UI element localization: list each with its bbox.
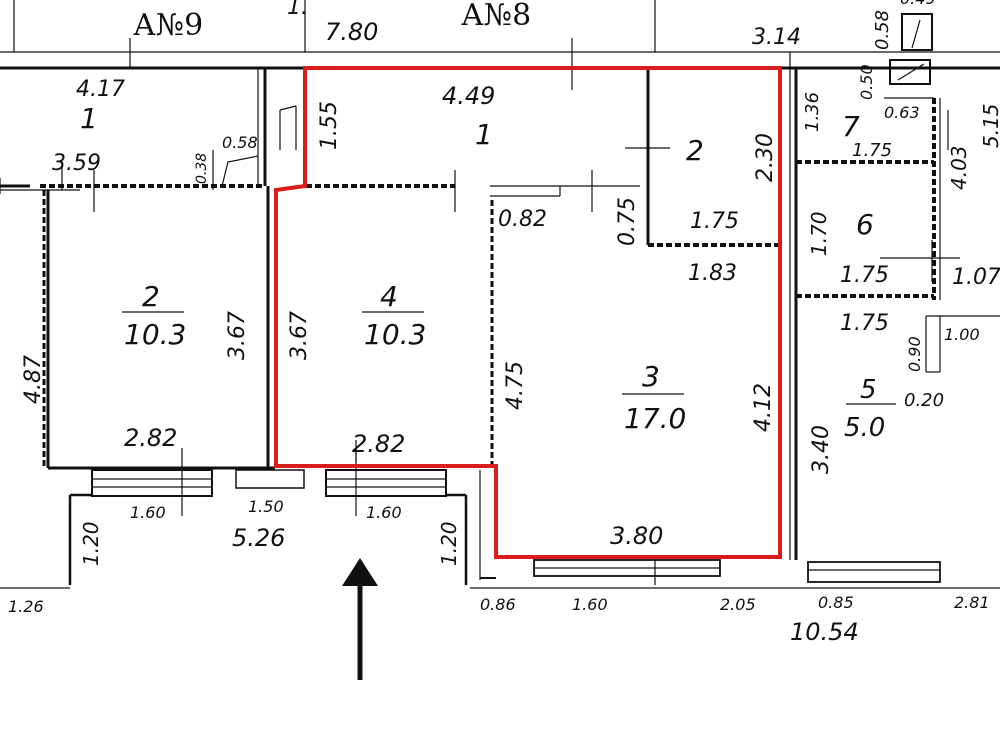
dim-230: 2.30 [753,133,778,182]
room-area-3: 17.0 [624,402,686,435]
apartment-label-8: А№8 [461,0,531,33]
dim-205: 2.05 [720,595,756,614]
dim-175a: 1.75 [690,209,739,234]
room-number-5: 5 [860,375,877,405]
room-area-4: 10.3 [364,318,426,351]
top-dim-780: 7.80 [325,18,378,46]
dim-1054: 10.54 [790,618,859,646]
top-dim-515: 5.15 [979,103,1000,148]
dim-082: 0.82 [498,207,547,232]
room-area-5: 5.0 [844,413,885,443]
dim-090: 0.90 [905,336,924,372]
apartment-label-9: А№9 [133,8,203,43]
dim-058b: 0.58 [222,133,258,152]
apartment-8-walls [279,68,778,580]
dim-086: 0.86 [480,595,516,614]
dim-063: 0.63 [884,103,920,122]
dim-526: 5.26 [232,524,285,552]
dim-380: 3.80 [610,522,663,550]
dim-359: 3.59 [52,151,101,176]
dim-155: 1.55 [317,101,342,150]
dim-175b: 1.75 [852,140,892,161]
room-number-left-2: 2 [142,280,160,313]
dim-120a: 1.20 [79,521,103,566]
dim-403: 4.03 [947,145,971,190]
room-number-4: 4 [380,280,398,313]
up-arrow-icon [342,558,378,680]
dim-150: 1.50 [248,497,284,516]
dim-282a: 2.82 [124,424,177,452]
dim-175c: 1.75 [840,263,889,288]
room-labels: 1 2 10.3 1 2 3 17.0 4 10.3 5 5.0 6 7 [80,102,896,443]
dim-475: 4.75 [503,361,528,410]
dim-160c: 1.60 [572,595,608,614]
top-dim-1: 1. [287,0,308,20]
dim-487: 4.87 [21,355,46,404]
room-number-3: 3 [642,360,660,393]
dim-417: 4.17 [76,77,125,102]
dim-020: 0.20 [904,390,944,411]
dim-367b: 3.67 [287,311,312,360]
window-room-3 [470,559,1000,589]
dim-170: 1.70 [807,211,831,256]
room-number-left-1: 1 [80,102,98,135]
dim-160b: 1.60 [366,503,402,522]
room-number-6: 6 [856,208,874,241]
room-number-1: 1 [475,118,493,151]
room-number-2: 2 [686,134,704,167]
dim-175d: 1.75 [840,311,889,336]
dim-449: 4.49 [442,82,495,110]
right-apartment-walls [789,13,1000,583]
top-dim-058: 0.58 [872,10,893,50]
dim-282b: 2.82 [352,430,405,458]
dim-136: 1.36 [802,92,823,132]
dim-050: 0.50 [857,64,876,100]
dim-340: 3.40 [809,425,834,474]
room-number-7: 7 [842,110,860,143]
dim-183: 1.83 [688,261,737,286]
selected-apartment-outline [274,66,782,559]
room-area-left-2: 10.3 [124,318,186,351]
dim-281: 2.81 [954,593,990,612]
dim-085: 0.85 [818,593,854,612]
dim-107: 1.07 [952,265,1000,290]
dim-120b: 1.20 [437,521,461,566]
dim-367a: 3.67 [225,311,250,360]
top-dim-314: 3.14 [752,25,801,50]
dimension-labels: 4.17 3.59 0.58 4.49 1.75 0.82 1.83 2.82 … [8,77,1000,646]
dim-126: 1.26 [8,597,44,616]
top-dim-049: 0.49 [900,0,936,8]
dim-075: 0.75 [615,197,640,246]
dim-100: 1.00 [944,325,980,344]
dim-160a: 1.60 [130,503,166,522]
balcony-bottom [0,448,468,589]
left-apartment-walls [0,68,275,470]
vertical-dimension-labels: 0.38 1.55 2.30 0.75 3.67 3.67 4.87 4.75 … [21,64,971,566]
dim-038: 0.38 [194,153,210,184]
dim-412: 4.12 [751,383,776,432]
